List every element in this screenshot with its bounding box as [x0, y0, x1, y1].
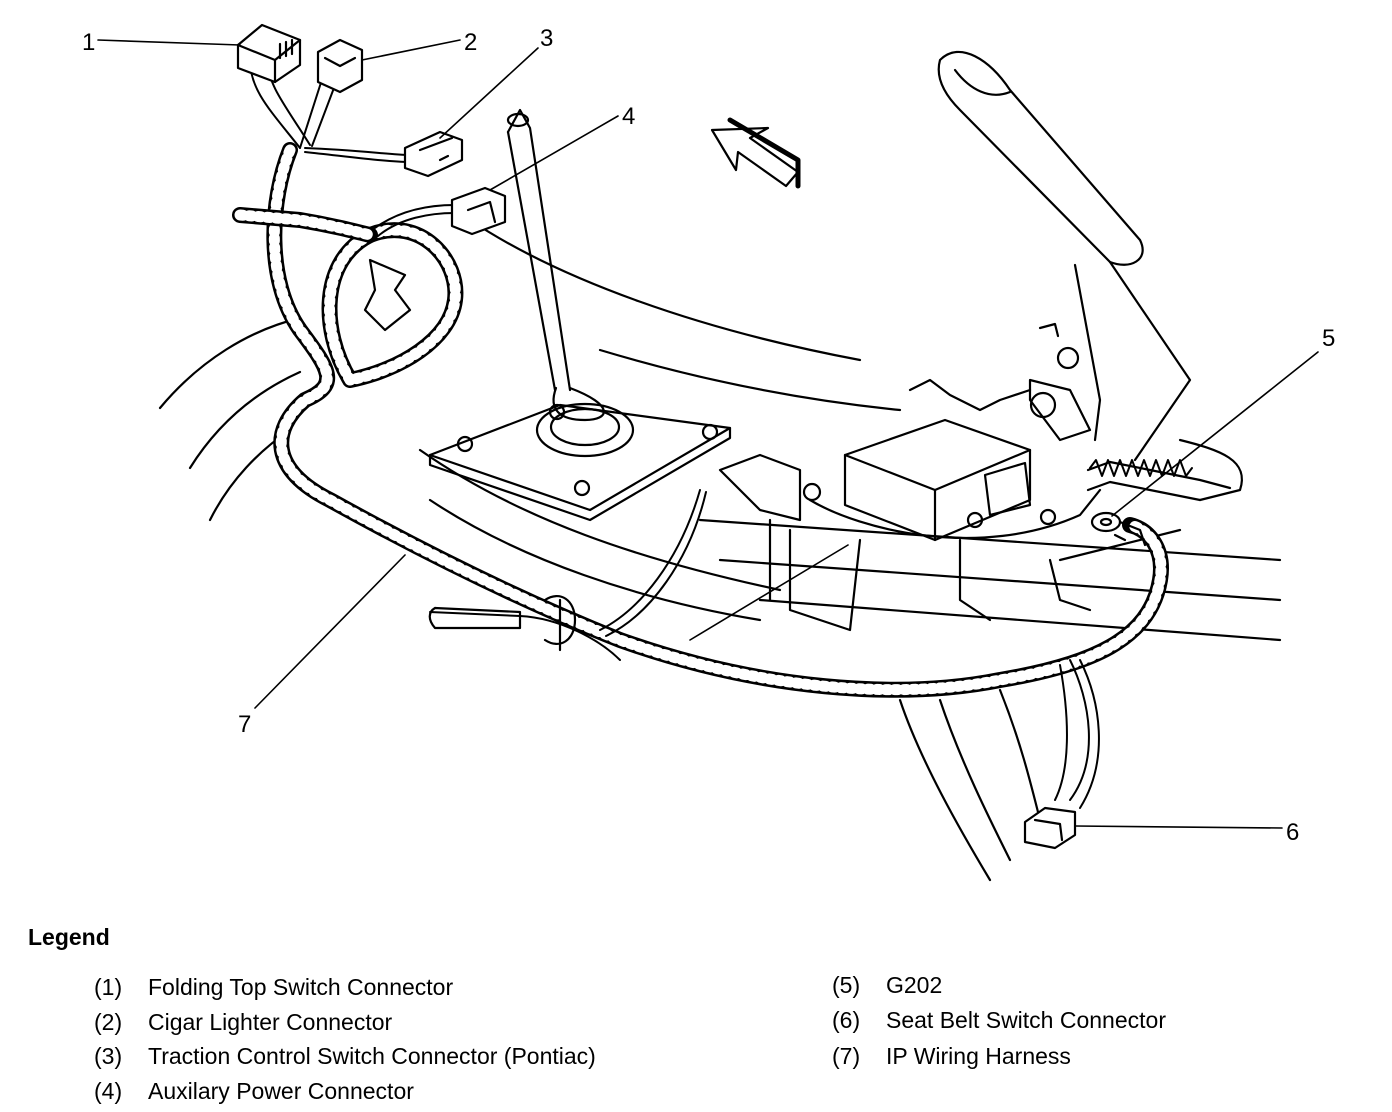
seat-belt-switch-connector: [1023, 806, 1077, 850]
parking-brake-handle: [937, 50, 1192, 462]
cigar-lighter-connector: [316, 38, 364, 94]
legend-label: G202: [886, 972, 943, 998]
ip-wiring-harness: [232, 142, 1169, 809]
wiring-diagram: 1 2 3 4 5 6 7: [82, 23, 1335, 882]
legend-label: Cigar Lighter Connector: [148, 1009, 393, 1035]
legend-label: Auxilary Power Connector: [148, 1078, 414, 1104]
legend-item: (5) G202: [832, 972, 942, 999]
callout-6: 6: [1286, 819, 1299, 846]
legend-item: (2) Cigar Lighter Connector: [94, 1009, 392, 1036]
legend-label: IP Wiring Harness: [886, 1043, 1071, 1069]
callout-1: 1: [82, 29, 95, 56]
legend-code: (3): [94, 1043, 123, 1069]
legend-label: Seat Belt Switch Connector: [886, 1007, 1166, 1033]
callout-7: 7: [238, 711, 251, 738]
legend-item: (4) Auxilary Power Connector: [94, 1078, 414, 1105]
forward-direction-arrow: [710, 117, 801, 189]
legend-item: (1) Folding Top Switch Connector: [94, 974, 453, 1001]
legend-code: (6): [832, 1007, 861, 1033]
legend-code: (7): [832, 1043, 861, 1069]
legend-code: (2): [94, 1009, 123, 1035]
legend-code: (4): [94, 1078, 123, 1104]
auxiliary-power-connector: [450, 186, 507, 236]
traction-control-switch-connector: [403, 130, 464, 178]
legend-label: Folding Top Switch Connector: [148, 974, 454, 1000]
harness-clip: [428, 595, 577, 652]
shift-lever: [428, 108, 732, 522]
leader-lines: [97, 39, 1319, 829]
callout-4: 4: [622, 103, 635, 130]
legend-title: Legend: [28, 924, 110, 950]
legend-code: (1): [94, 974, 123, 1000]
legend-item: (3) Traction Control Switch Connector (Po…: [94, 1043, 596, 1070]
legend-item: (7) IP Wiring Harness: [832, 1043, 1071, 1070]
legend-item: (6) Seat Belt Switch Connector: [832, 1007, 1166, 1034]
legend-code: (5): [832, 972, 861, 998]
callout-5: 5: [1322, 325, 1335, 352]
brake-spring: [1089, 459, 1193, 477]
folding-top-switch-connector: [236, 23, 302, 84]
console-outline: [158, 218, 1282, 882]
legend-label: Traction Control Switch Connector (Ponti…: [148, 1043, 596, 1069]
g202-ground: [1090, 511, 1147, 547]
brake-mechanism: [718, 378, 1232, 632]
callout-3: 3: [540, 25, 553, 52]
callout-2: 2: [464, 29, 477, 56]
